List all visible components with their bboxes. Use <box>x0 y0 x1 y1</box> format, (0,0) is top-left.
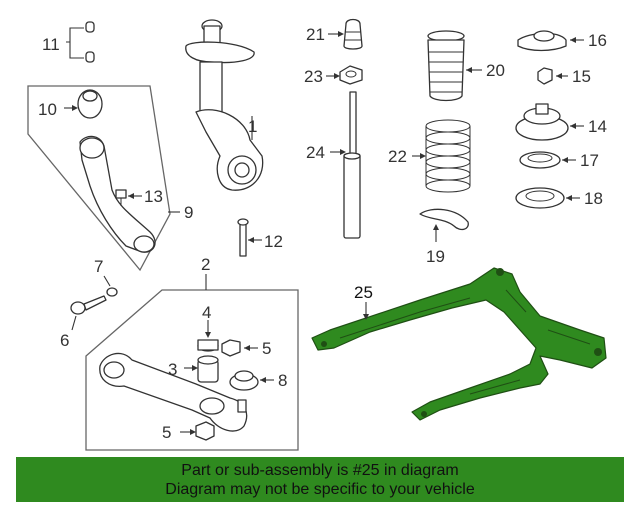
bushing-part-3[interactable] <box>197 355 219 383</box>
bump-stop-part-21[interactable] <box>343 18 363 50</box>
callout-24: 24 <box>306 143 325 162</box>
bolt-part-6[interactable] <box>70 295 107 315</box>
insulator-part-18[interactable] <box>515 187 565 209</box>
callout-11: 11 <box>42 35 60 54</box>
nut-part-23[interactable] <box>339 65 363 85</box>
bushing-part-4[interactable] <box>197 339 219 352</box>
strut-mount-part-16[interactable] <box>517 30 567 52</box>
shock-absorber-part-24[interactable] <box>343 91 361 239</box>
callout-23: 23 <box>304 67 323 86</box>
subframe-part-25[interactable] <box>311 267 607 421</box>
callout-20: 20 <box>486 61 505 80</box>
nut-part-7[interactable] <box>106 287 118 297</box>
clip-part-11[interactable] <box>85 21 95 63</box>
banner-line-1: Part or sub-assembly is #25 in diagram <box>181 462 459 479</box>
nut-part-15[interactable] <box>537 67 553 85</box>
spring-seat-part-19[interactable] <box>419 208 469 231</box>
mount-part-14[interactable] <box>515 103 569 141</box>
callout-6: 6 <box>60 331 69 350</box>
nut-part-5a[interactable] <box>221 339 241 357</box>
callout-10: 10 <box>38 100 57 119</box>
coil-spring-part-22[interactable] <box>425 119 471 193</box>
callout-15: 15 <box>572 67 591 86</box>
bolt-part-12[interactable] <box>237 218 249 257</box>
callout-4: 4 <box>202 303 211 322</box>
parts-diagram: 10 9 13 11 1 12 2 7 <box>27 18 607 451</box>
callout-3: 3 <box>168 360 177 379</box>
mount-part-8[interactable] <box>229 370 259 391</box>
callout-5a: 5 <box>262 339 271 358</box>
callout-13: 13 <box>144 187 163 206</box>
callout-9: 9 <box>184 203 193 222</box>
bolt-part-13[interactable] <box>115 189 127 206</box>
nut-part-5b[interactable] <box>195 421 215 441</box>
callout-21: 21 <box>306 25 325 44</box>
callout-1: 1 <box>248 117 257 136</box>
group-box-2 <box>85 289 299 451</box>
callout-22: 22 <box>388 147 407 166</box>
callout-8: 8 <box>278 371 287 390</box>
bearing-part-17[interactable] <box>519 151 561 169</box>
callout-5b: 5 <box>162 423 171 442</box>
callout-7: 7 <box>94 257 103 276</box>
callout-17: 17 <box>580 151 599 170</box>
callout-18: 18 <box>584 189 603 208</box>
bushing-part-10[interactable] <box>77 89 103 119</box>
info-banner: Part or sub-assembly is #25 in diagram D… <box>16 457 624 502</box>
callout-16: 16 <box>588 31 607 50</box>
strut-knuckle-part-1[interactable] <box>185 19 264 191</box>
callout-19: 19 <box>426 247 445 266</box>
callout-14: 14 <box>588 117 607 136</box>
callout-2: 2 <box>201 255 210 274</box>
lower-arm-part[interactable] <box>99 352 248 432</box>
callout-25: 25 <box>354 283 373 302</box>
dust-boot-part-20[interactable] <box>427 30 465 102</box>
callout-12: 12 <box>264 232 283 251</box>
banner-line-2: Diagram may not be specific to your vehi… <box>165 481 475 498</box>
